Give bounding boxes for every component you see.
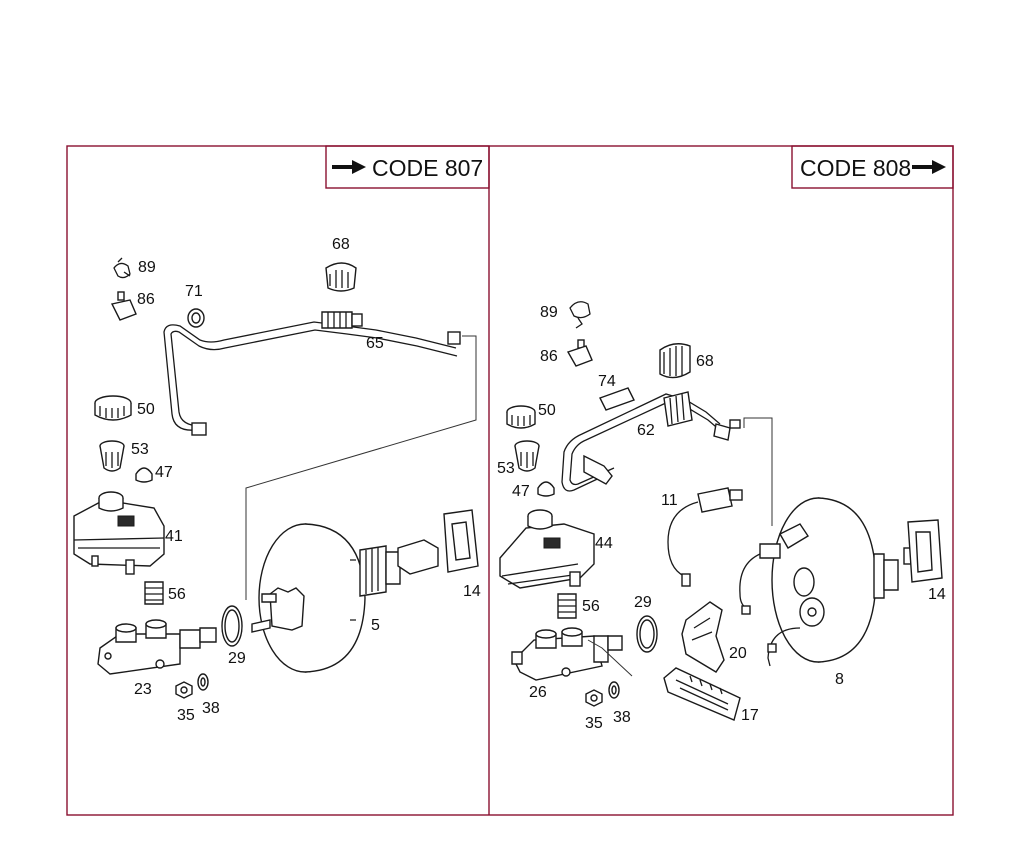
part-label: 38 [613, 709, 631, 726]
part-label: 56 [168, 586, 186, 603]
reservoir-part [73, 491, 165, 575]
part-label: 86 [137, 291, 155, 308]
vacuum-line-part [561, 391, 741, 492]
left-part-labels: 89 86 71 68 65 50 53 47 41 56 23 29 5 14… [131, 236, 481, 724]
bracket-part [681, 601, 725, 673]
washer-part [197, 673, 209, 691]
left-panel [73, 257, 479, 699]
part-label: 62 [637, 422, 655, 439]
part-label: 8 [835, 671, 844, 688]
clip-part [113, 257, 131, 279]
part-label: 50 [538, 402, 556, 419]
fitting-part [566, 339, 593, 367]
part-label: 5 [371, 617, 380, 634]
seal-part [187, 308, 205, 328]
strainer-part [514, 440, 540, 472]
part-label: 86 [540, 348, 558, 365]
part-label: 17 [741, 707, 759, 724]
part-label: 14 [463, 583, 481, 600]
small-cap-part [537, 481, 555, 497]
control-unit-part [663, 667, 741, 721]
small-cap-part [135, 467, 153, 483]
part-label: 35 [177, 707, 195, 724]
grommet-56-part [557, 593, 577, 619]
part-label: 38 [202, 700, 220, 717]
part-label: 68 [696, 353, 714, 370]
right-arrow-icon [912, 160, 946, 174]
part-label: 29 [634, 594, 652, 611]
part-label: 71 [185, 283, 203, 300]
part-label: 53 [497, 460, 515, 477]
cap-part [506, 405, 536, 429]
part-label: 50 [137, 401, 155, 418]
part-label: 56 [582, 598, 600, 615]
master-cylinder-part [97, 619, 217, 675]
grommet-part [659, 343, 691, 379]
brake-booster-part [251, 523, 439, 673]
right-part-labels: 89 86 68 74 50 62 53 47 11 44 56 29 20 2… [497, 304, 946, 732]
master-cylinder-part [511, 627, 623, 681]
gasket-part [907, 519, 943, 583]
part-label: 65 [366, 335, 384, 352]
code-808-header: CODE 808 [791, 145, 954, 189]
part-label: 35 [585, 715, 603, 732]
part-label: 47 [155, 464, 173, 481]
part-label: 89 [138, 259, 156, 276]
part-label: 14 [928, 586, 946, 603]
o-ring-part [221, 605, 243, 647]
code-807-header: CODE 807 [325, 145, 490, 189]
clip-part [569, 301, 591, 329]
part-label: 11 [661, 492, 678, 509]
fitting-part [110, 291, 137, 321]
code-807-label: CODE 807 [372, 155, 483, 181]
part-label: 29 [228, 650, 246, 667]
reservoir-part [499, 509, 595, 589]
vacuum-hose-part [163, 311, 461, 436]
code-808-label: CODE 808 [800, 155, 911, 181]
washer-part [608, 681, 620, 699]
right-arrow-icon [332, 160, 366, 174]
part-label: 23 [134, 681, 152, 698]
sleeve-part [599, 387, 635, 411]
part-label: 68 [332, 236, 350, 253]
nut-part [585, 689, 603, 707]
part-label: 47 [512, 483, 530, 500]
part-label: 53 [131, 441, 149, 458]
sensor-part [667, 487, 743, 587]
o-ring-part [636, 615, 658, 653]
part-label: 89 [540, 304, 558, 321]
cap-part [94, 395, 132, 421]
nut-part [175, 681, 193, 699]
part-label: 44 [595, 535, 613, 552]
grommet-56-part [144, 581, 164, 605]
strainer-part [99, 440, 125, 472]
part-label: 20 [729, 645, 747, 662]
diagram-frame [66, 145, 954, 816]
right-panel [499, 301, 943, 721]
grommet-part [325, 262, 357, 292]
brake-booster-part [739, 497, 915, 667]
gasket-part [443, 509, 479, 573]
part-label: 74 [598, 373, 616, 390]
part-label: 26 [529, 684, 547, 701]
part-label: 41 [165, 528, 183, 545]
